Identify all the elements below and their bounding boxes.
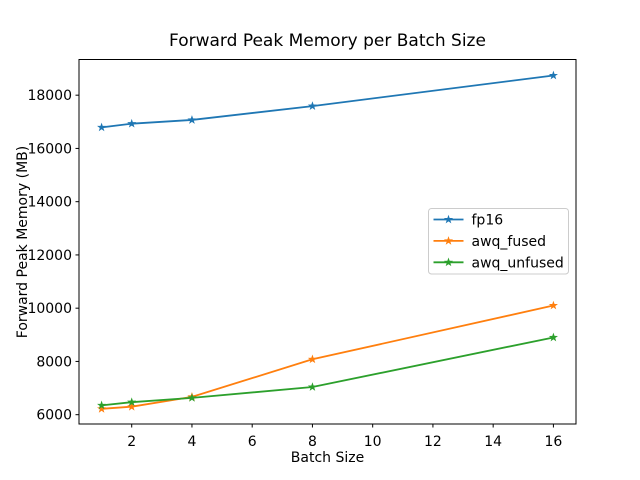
y-tick-label: 14000 (27, 195, 72, 211)
legend-sample-marker-awq_unfused (443, 257, 454, 267)
y-tick-label: 16000 (27, 141, 72, 157)
series-marker-awq_unfused (97, 400, 107, 410)
series-marker-fp16 (127, 118, 137, 128)
series-line-fp16 (100, 74, 555, 129)
x-tick-label: 8 (308, 434, 317, 450)
series-marker-awq_fused (97, 404, 107, 413)
series-marker-awq_fused (127, 401, 137, 411)
legend-label-awq_fused: awq_fused (472, 234, 547, 250)
series-marker-awq_fused (548, 300, 558, 310)
series-marker-awq_unfused (307, 382, 317, 391)
legend-sample-marker-fp16 (443, 214, 454, 224)
legend-box (428, 208, 569, 275)
x-tick-label: 14 (484, 434, 502, 450)
series-line-awq_fused (100, 304, 555, 410)
x-tick-label: 12 (424, 434, 442, 450)
y-tick-label: 8000 (36, 354, 72, 370)
x-axis-label: Batch Size (290, 450, 365, 466)
series-marker-awq_unfused (127, 397, 137, 407)
series-marker-fp16 (548, 70, 558, 80)
x-tick-label: 6 (248, 434, 257, 450)
legend-label-fp16: fp16 (472, 213, 504, 229)
series-marker-fp16 (97, 122, 107, 132)
series-marker-awq_unfused (187, 393, 197, 402)
legend-label-awq_unfused: awq_unfused (472, 255, 564, 271)
x-tick-label: 4 (187, 434, 196, 450)
legend-sample-marker-awq_fused (443, 236, 454, 245)
y-tick-label: 18000 (27, 88, 72, 104)
series-marker-awq_unfused (548, 332, 558, 342)
chart-title: Forward Peak Memory per Batch Size (169, 31, 486, 51)
series-line-awq_unfused (100, 336, 555, 407)
x-tick-label: 2 (127, 434, 136, 450)
y-tick-label: 10000 (27, 301, 72, 317)
x-tick-label: 16 (544, 434, 562, 450)
y-tick-label: 12000 (27, 248, 72, 264)
series-marker-fp16 (187, 115, 197, 124)
series-marker-fp16 (307, 101, 317, 110)
y-tick-label: 6000 (36, 408, 72, 424)
x-tick-label: 10 (364, 434, 382, 450)
series-marker-awq_fused (307, 354, 317, 364)
axes-frame (78, 59, 577, 425)
